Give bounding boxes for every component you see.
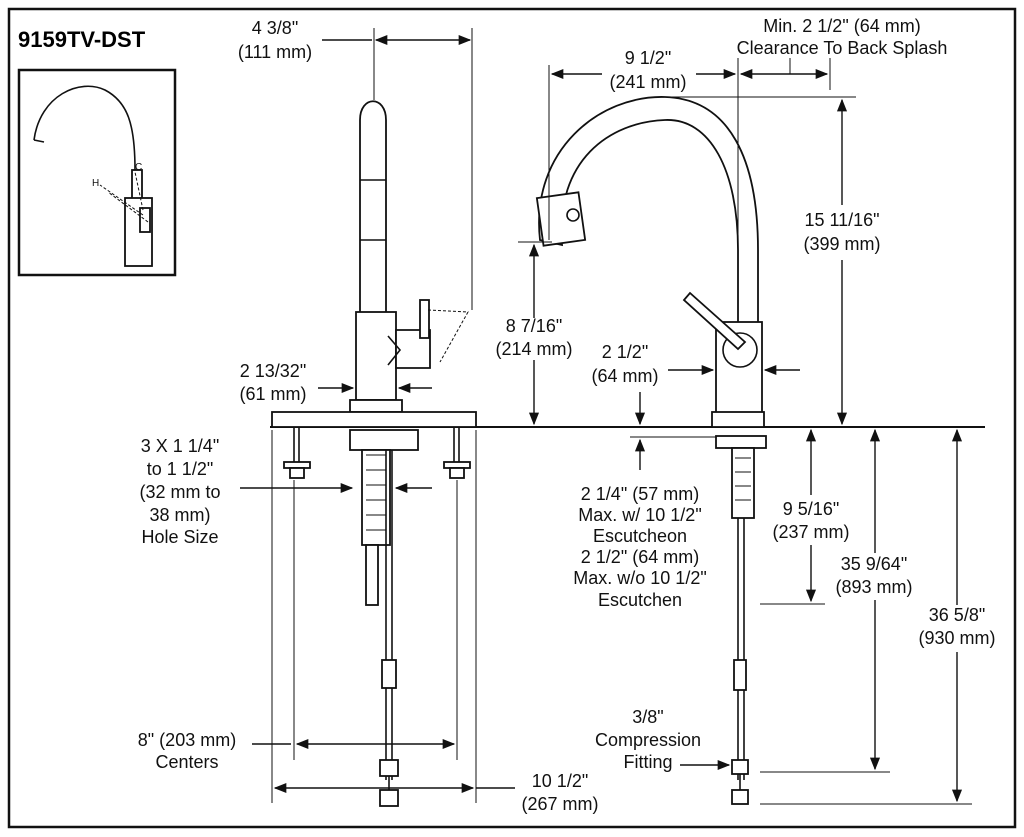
dimension-labels: 4 3/8" (111 mm) 9 1/2" (241 mm) Min. 2 1…	[138, 16, 996, 814]
dimension-lines	[240, 28, 972, 805]
deck-thickness-label-5: Max. w/o 10 1/2"	[573, 568, 706, 588]
hole-size-label-2: to 1 1/2"	[147, 459, 213, 479]
height-total-label-2: (399 mm)	[803, 234, 880, 254]
shank-length-label-1: 9 5/16"	[783, 499, 839, 519]
hole-size-label-1: 3 X 1 1/4"	[141, 436, 219, 456]
centers-label-1: 8" (203 mm)	[138, 730, 236, 750]
spout-height-label-1: 8 7/16"	[506, 316, 562, 336]
shank-length-label-2: (237 mm)	[772, 522, 849, 542]
base-width-label-2: (61 mm)	[240, 384, 307, 404]
hose-length-1-label-2: (893 mm)	[835, 577, 912, 597]
compression-label-3: Fitting	[623, 752, 672, 772]
cold-label: C	[135, 162, 142, 173]
deck-thickness-label-2: Max. w/ 10 1/2"	[578, 505, 701, 525]
compression-label-2: Compression	[595, 730, 701, 750]
base-width-label-1: 2 13/32"	[240, 361, 306, 381]
inset-thumbnail: H C	[17, 68, 177, 277]
side-view-faucet	[535, 96, 767, 805]
hose-length-1-label-1: 35 9/64"	[841, 554, 907, 574]
deck-thickness-label-4: 2 1/2" (64 mm)	[581, 547, 699, 567]
page-border	[7, 7, 1017, 829]
base-depth-label-1: 2 1/2"	[602, 342, 648, 362]
hose-length-2-label-1: 36 5/8"	[929, 605, 985, 625]
deck-thickness-label-3: Escutcheon	[593, 526, 687, 546]
hose-length-2-label-2: (930 mm)	[918, 628, 995, 648]
reach-label-1: 9 1/2"	[625, 48, 671, 68]
deck-thickness-label-6: Escutchen	[598, 590, 682, 610]
plate-width-label-2: (267 mm)	[521, 794, 598, 814]
spout-height-label-2: (214 mm)	[495, 339, 572, 359]
hole-size-label-4: 38 mm)	[149, 505, 210, 525]
top-width-label-2: (111 mm)	[238, 42, 312, 62]
plate-width-label-1: 10 1/2"	[532, 771, 588, 791]
height-total-label-1: 15 11/16"	[804, 210, 879, 230]
hot-label: H	[92, 178, 99, 189]
centers-label-2: Centers	[155, 752, 218, 772]
model-title: 9159TV-DST	[18, 27, 146, 52]
hole-size-label-5: Hole Size	[141, 527, 218, 547]
clearance-label-1: Min. 2 1/2" (64 mm)	[763, 16, 920, 36]
hole-size-label-3: (32 mm to	[139, 482, 220, 502]
top-width-label-1: 4 3/8"	[252, 18, 298, 38]
compression-label-1: 3/8"	[632, 707, 663, 727]
reach-label-2: (241 mm)	[609, 72, 686, 92]
base-depth-label-2: (64 mm)	[592, 366, 659, 386]
deck-thickness-label-1: 2 1/4" (57 mm)	[581, 484, 699, 504]
front-view-faucet	[271, 100, 477, 807]
clearance-label-2: Clearance To Back Splash	[737, 38, 948, 58]
